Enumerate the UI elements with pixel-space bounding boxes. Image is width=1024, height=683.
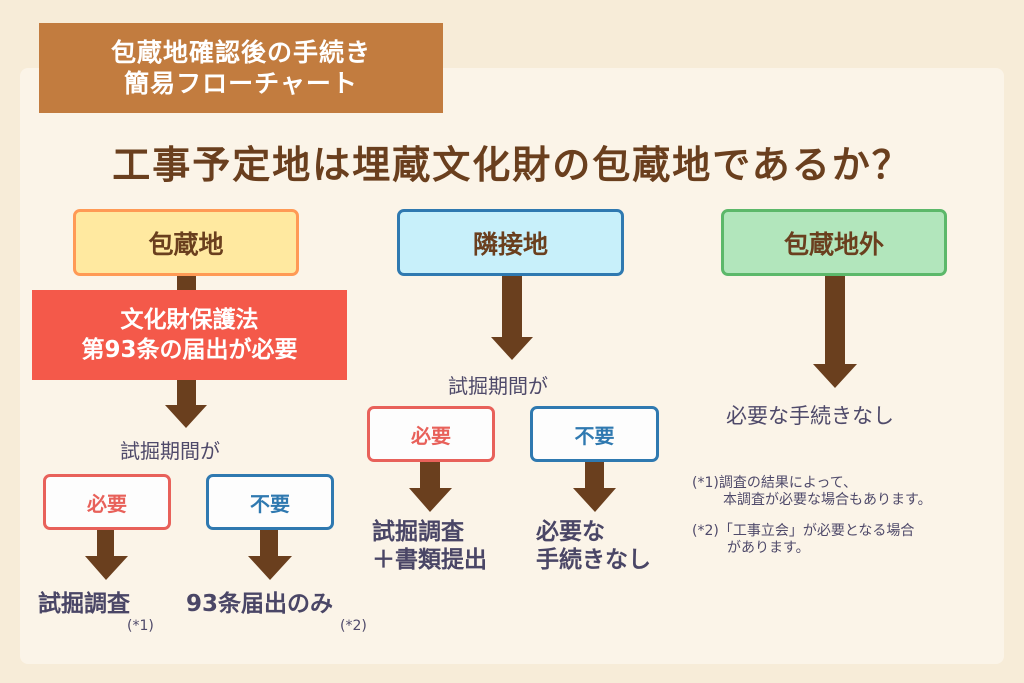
- category-rinsetsu: 隣接地: [397, 209, 624, 276]
- rinsetsu-required-result-line1: 試掘調査: [372, 519, 464, 545]
- gai-result: 必要な手続きなし: [726, 404, 894, 428]
- footnote-2-mark: (*2): [692, 523, 719, 539]
- footnote-2-line1: 「工事立会」が必要となる場合: [718, 523, 915, 539]
- rinsetsu-required-result-line2: ＋書類提出: [372, 547, 487, 573]
- rinsetsu-required-result: 試掘調査 ＋書類提出: [372, 518, 487, 574]
- main-question: 工事予定地は埋蔵文化財の包蔵地であるか？: [112, 143, 912, 187]
- category-hozochi: 包蔵地: [73, 209, 299, 276]
- banner-title-line2: 簡易フローチャート: [124, 69, 358, 98]
- rinsetsu-not-required-result-line1: 必要な: [536, 519, 605, 545]
- rinsetsu-not-required-result-line2: 手続きなし: [536, 547, 651, 573]
- rinsetsu-not-required-result: 必要な 手続きなし: [536, 518, 651, 574]
- footnote-1-line2: 本調査が必要な場合もあります。: [723, 492, 932, 508]
- footnote-1-mark: (*1): [692, 475, 719, 491]
- rinsetsu-period-label: 試掘期間が: [448, 374, 548, 398]
- hozochi-required-result: 試掘調査: [38, 591, 130, 617]
- footnote-2: (*2)「工事立会」が必要となる場合 があります。: [692, 523, 914, 557]
- footnote-2-line2: があります。: [727, 540, 810, 556]
- notice-box-article93: 文化財保護法 第93条の届出が必要: [32, 290, 347, 380]
- rinsetsu-not-required-box: 不要: [530, 406, 659, 462]
- hozochi-period-label: 試掘期間が: [120, 439, 220, 463]
- title-banner: 包蔵地確認後の手続き 簡易フローチャート: [39, 23, 443, 113]
- banner-title-line1: 包蔵地確認後の手続き: [110, 38, 371, 67]
- footnote-mark-2: (*2): [340, 618, 367, 634]
- notice-line1: 文化財保護法: [120, 307, 259, 333]
- hozochi-not-required-box: 不要: [206, 474, 334, 530]
- notice-line2: 第93条の届出が必要: [81, 337, 298, 363]
- footnote-1-line1: 調査の結果によって、: [718, 475, 858, 491]
- hozochi-not-required-result: 93条届出のみ: [186, 591, 334, 617]
- category-gai: 包蔵地外: [721, 209, 947, 276]
- footnote-mark-1: (*1): [127, 618, 154, 634]
- rinsetsu-required-box: 必要: [367, 406, 495, 462]
- hozochi-required-box: 必要: [43, 474, 171, 530]
- footnote-1: (*1)調査の結果によって、 本調査が必要な場合もあります。: [692, 475, 932, 509]
